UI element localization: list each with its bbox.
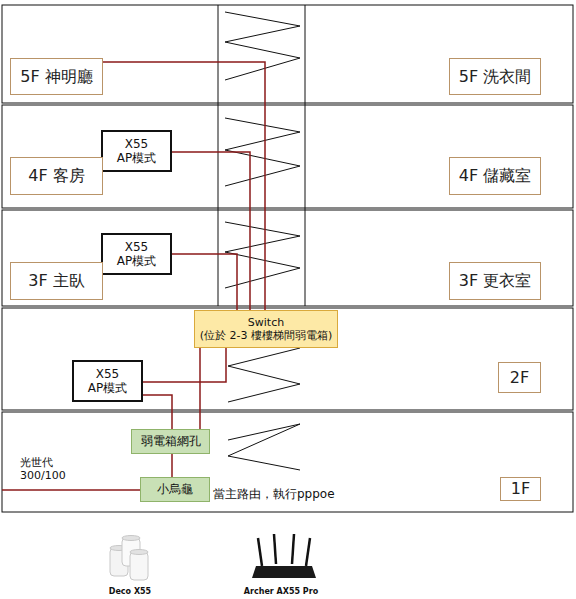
fiber-wire bbox=[2, 489, 140, 491]
archer-router-picture bbox=[252, 534, 316, 578]
network-cable bbox=[103, 62, 265, 310]
room-label: 3F 更衣室 bbox=[449, 262, 541, 300]
room-label: 5F 神明廳 bbox=[10, 58, 103, 95]
node-text: X55 bbox=[125, 137, 149, 151]
access-point-box: X55AP模式 bbox=[101, 130, 172, 172]
network-cable bbox=[172, 152, 250, 310]
node-text: 2F bbox=[510, 368, 529, 387]
room-label: 4F 儲藏室 bbox=[449, 157, 541, 195]
node-text: 3F 主臥 bbox=[28, 271, 84, 290]
network-cable bbox=[143, 348, 226, 382]
stair-wall bbox=[305, 5, 306, 306]
router-box: 小烏龜 bbox=[140, 477, 210, 502]
switch-box: Switch(位於 2-3 樓樓梯間弱電箱) bbox=[194, 310, 338, 348]
stair-zigzag bbox=[228, 348, 300, 402]
room-label: 4F 客房 bbox=[10, 157, 103, 195]
floor-band bbox=[2, 412, 573, 512]
wall-jack-box: 弱電箱網孔 bbox=[131, 429, 210, 454]
room-label: 5F 洗衣間 bbox=[449, 58, 541, 95]
router-note: 當主路由，執行pppoe bbox=[213, 487, 353, 501]
floor-label: 1F bbox=[500, 477, 541, 501]
node-text: AP模式 bbox=[117, 254, 156, 268]
network-cable bbox=[199, 348, 201, 429]
access-point-box: X55AP模式 bbox=[101, 233, 172, 275]
floor-band bbox=[2, 5, 573, 103]
floor-band bbox=[2, 308, 573, 410]
floor-band bbox=[2, 210, 573, 306]
isp-note: 光世代 300/100 bbox=[20, 456, 72, 482]
node-text: (位於 2-3 樓樓梯間弱電箱) bbox=[200, 329, 333, 342]
node-text: 5F 洗衣間 bbox=[459, 67, 531, 86]
node-text: AP模式 bbox=[117, 151, 156, 165]
node-text: 弱電箱網孔 bbox=[141, 434, 201, 448]
node-text: 4F 儲藏室 bbox=[459, 166, 531, 185]
deco-x55-picture bbox=[110, 536, 148, 581]
floor-bands bbox=[2, 5, 573, 512]
node-text: 1F bbox=[511, 479, 530, 498]
floor-band bbox=[2, 105, 573, 208]
node-text: Switch bbox=[248, 316, 284, 329]
product-name: Deco X55 bbox=[100, 587, 160, 597]
stair-zigzag bbox=[225, 12, 300, 80]
node-text: 4F 客房 bbox=[28, 166, 84, 185]
network-cable bbox=[171, 454, 173, 477]
floor-label: 2F bbox=[498, 362, 541, 393]
node-text: 5F 神明廳 bbox=[20, 67, 92, 86]
node-text: AP模式 bbox=[88, 381, 127, 395]
stair-zigzag bbox=[225, 118, 300, 186]
stair-zigzag bbox=[228, 424, 300, 470]
stair-zigzag bbox=[225, 222, 300, 288]
node-text: X55 bbox=[96, 367, 120, 381]
node-text: 小烏龜 bbox=[157, 482, 193, 496]
access-point-box: X55AP模式 bbox=[72, 360, 143, 402]
network-cable bbox=[172, 254, 237, 310]
stair-wall bbox=[218, 5, 219, 306]
product-name: Archer AX55 Pro bbox=[236, 587, 326, 597]
node-text: 3F 更衣室 bbox=[459, 271, 531, 290]
node-text: X55 bbox=[125, 240, 149, 254]
network-cable bbox=[143, 395, 172, 429]
room-label: 3F 主臥 bbox=[10, 262, 103, 300]
